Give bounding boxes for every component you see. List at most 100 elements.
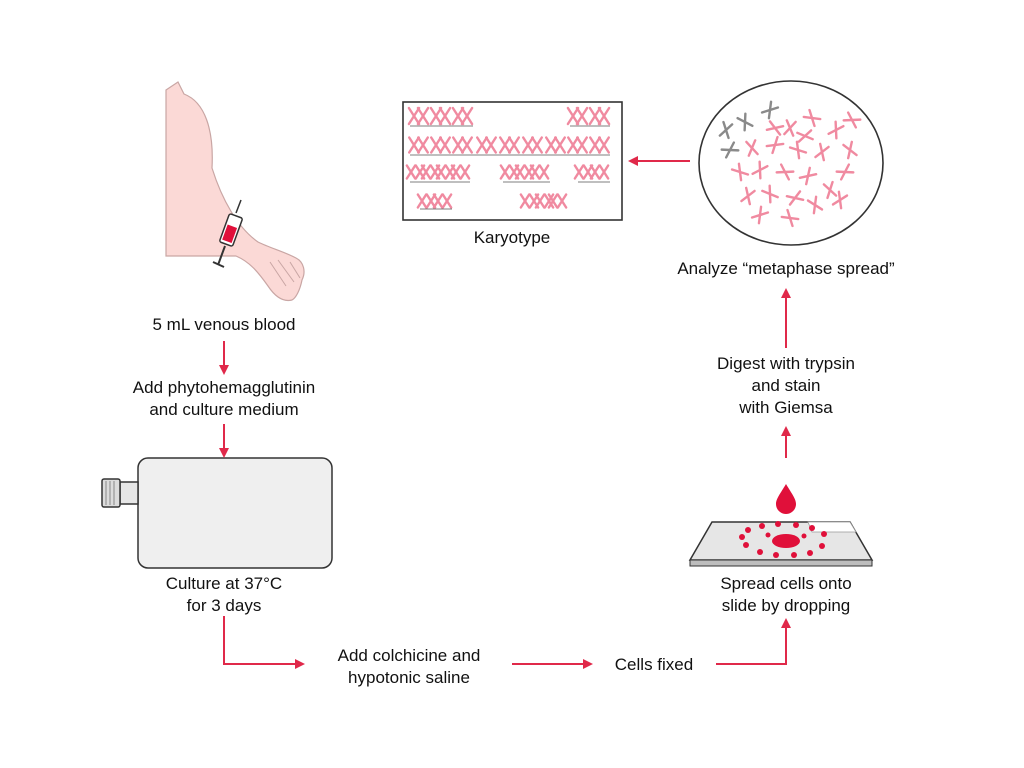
culture-flask-icon <box>101 457 333 569</box>
label-add-phytohemagglutinin: Add phytohemagglutinin and culture mediu… <box>132 378 316 419</box>
arm-shape <box>165 81 305 302</box>
chromosome-icon <box>460 106 474 126</box>
chromosome-icon <box>796 129 814 143</box>
chromosome-icon <box>597 136 611 154</box>
chromosome-icon <box>827 120 845 140</box>
arrow-fixed-to-spread <box>716 618 791 665</box>
chromosome-icon <box>765 135 785 155</box>
chromosome-icon <box>544 136 558 154</box>
label-karyotype: Karyotype <box>473 228 551 247</box>
chromosome-icon <box>740 186 756 206</box>
label-cells-fixed: Cells fixed <box>614 655 694 674</box>
chromosome-icon <box>521 136 535 154</box>
chromosome-icon <box>730 162 750 182</box>
chromosome-icon <box>507 136 521 154</box>
chromosome-icon <box>425 193 437 209</box>
chromosome-icon <box>814 142 830 162</box>
chromosome-icon <box>499 164 511 180</box>
chromosome-icon <box>750 205 770 225</box>
chromosome-icon <box>720 141 740 159</box>
chromosome-icon <box>407 106 421 126</box>
karyotype-panel <box>402 101 623 221</box>
chromosome-icon <box>441 193 453 209</box>
label-culture: Culture at 37°C for 3 days <box>165 574 283 615</box>
chromosome-icon <box>761 184 779 204</box>
chromosome-icon <box>553 136 567 154</box>
chromosome-icon <box>842 111 862 129</box>
label-venous-blood: 5 mL venous blood <box>152 315 296 334</box>
chromosome-icon <box>429 106 443 126</box>
chromosome-icon <box>432 193 444 209</box>
chromosome-icon <box>718 120 734 140</box>
label-add-colchicine: Add colchicine and hypotonic saline <box>337 646 481 687</box>
chromosome-icon <box>798 166 818 186</box>
karyotype-chromosomes <box>405 106 611 210</box>
chromosome-icon <box>416 136 430 154</box>
chromosome-icon <box>598 164 610 180</box>
chromosome-icon <box>566 136 580 154</box>
chromosome-icon <box>582 164 594 180</box>
chromosome-icon <box>451 106 465 126</box>
chromosome-icon <box>597 106 611 126</box>
chromosome-icon <box>438 136 452 154</box>
chromosome-icon <box>530 136 544 154</box>
syringe-icon <box>212 199 243 268</box>
chromosome-icon <box>405 164 417 180</box>
chromosome-icon <box>519 193 531 209</box>
chromosome-icon <box>450 164 462 180</box>
chromosome-icon <box>831 190 849 210</box>
chromosome-icon <box>788 140 808 160</box>
chromosome-icon <box>760 100 780 120</box>
chromosome-icon <box>575 136 589 154</box>
metaphase-spread-circle <box>698 80 884 246</box>
chromosome-icon <box>588 106 602 126</box>
stain-drop-icon <box>776 484 796 514</box>
chromosome-icon <box>575 106 589 126</box>
chromosome-icon <box>416 106 430 126</box>
chromosome-icon <box>407 136 421 154</box>
chromosome-icon <box>566 106 580 126</box>
chromosome-icon <box>842 140 858 160</box>
chromosome-icon <box>736 112 754 132</box>
chromosome-icon <box>420 164 432 180</box>
chromosome-icon <box>429 136 443 154</box>
chromosome-icon <box>765 120 785 136</box>
chromosome-icon <box>589 164 601 180</box>
arrow-culture-to-colchicine <box>223 616 305 669</box>
chromosome-icon <box>780 208 800 228</box>
chromosome-icon <box>835 163 855 181</box>
chromosome-icon <box>475 136 489 154</box>
chromosome-icon <box>547 193 559 209</box>
label-digest-trypsin: Digest with trypsin and stain with Giems… <box>717 354 855 417</box>
chromosome-icon <box>785 190 805 206</box>
chromosome-icon <box>460 136 474 154</box>
chromosome-icon <box>435 164 447 180</box>
chromosome-icon <box>538 164 550 180</box>
chromosome-icon <box>514 164 526 180</box>
chromosome-icon <box>775 163 795 181</box>
chromosome-icon <box>543 193 555 209</box>
chromosome-icon <box>438 106 452 126</box>
spread-chromosomes <box>718 100 862 228</box>
chromosome-icon <box>822 180 838 200</box>
chromosome-icon <box>451 136 465 154</box>
label-analyze-metaphase: Analyze “metaphase spread” <box>677 259 895 278</box>
chromosome-icon <box>802 108 822 128</box>
chromosome-icon <box>416 193 428 209</box>
chromosome-icon <box>588 136 602 154</box>
chromosome-icon <box>498 136 512 154</box>
chromosome-icon <box>806 195 824 215</box>
chromosome-icon <box>573 164 585 180</box>
chromosome-icon <box>484 136 498 154</box>
chromosome-icon <box>529 164 541 180</box>
chromosome-icon <box>556 193 568 209</box>
chromosome-icon <box>783 119 797 137</box>
label-spread-cells: Spread cells onto slide by dropping <box>720 574 852 615</box>
arm-illustration <box>165 81 305 302</box>
chromosome-icon <box>459 164 471 180</box>
chromosome-icon <box>751 160 769 180</box>
flow-arrows <box>219 156 791 669</box>
microscope-slide-icon <box>688 521 874 567</box>
